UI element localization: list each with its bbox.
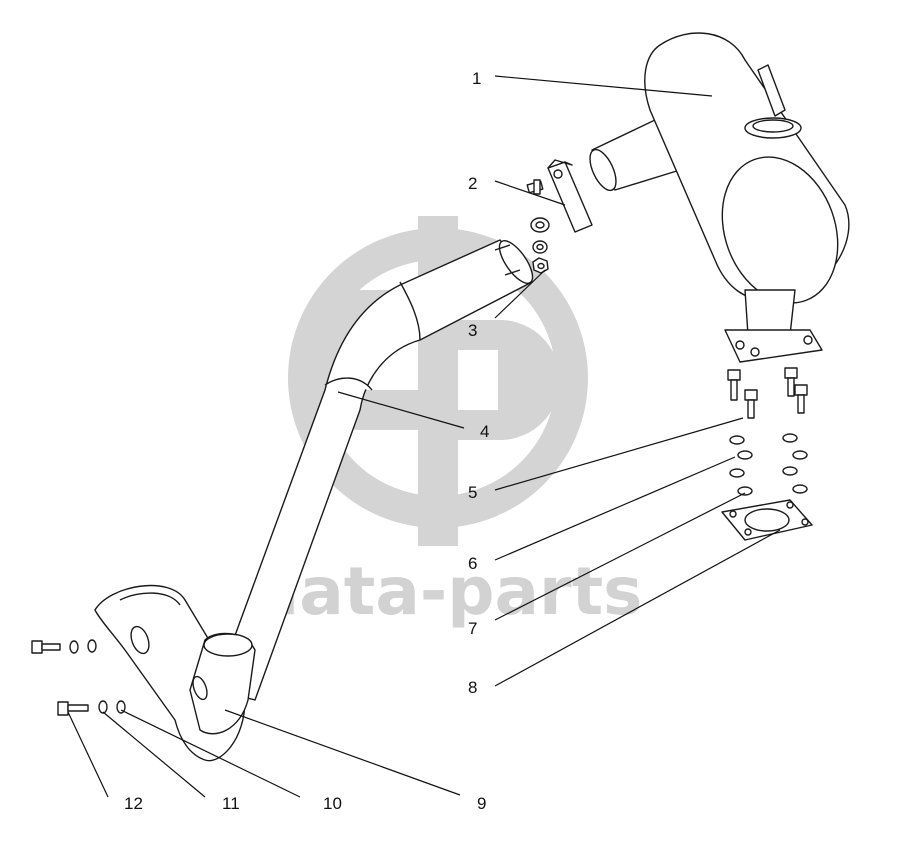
leader-6 [494, 456, 736, 561]
leader-2 [494, 180, 566, 206]
upper-bolt-set [31, 639, 97, 654]
callout-3: 3 [468, 321, 477, 340]
callout-8: 8 [468, 678, 477, 697]
leader-lines [67, 75, 781, 798]
flange-bolts-part-5 [727, 367, 808, 419]
washer-part-11 [98, 700, 108, 714]
lock-washers-part-7 [729, 466, 808, 496]
leader-5 [494, 417, 744, 491]
leader-1 [494, 75, 713, 97]
leader-11 [102, 711, 206, 798]
callout-5: 5 [468, 483, 477, 502]
callout-1: 1 [472, 69, 481, 88]
leader-4 [337, 391, 465, 429]
leader-9 [224, 709, 461, 796]
callout-6: 6 [468, 554, 477, 573]
callout-11: 11 [222, 794, 240, 813]
leader-7 [494, 492, 746, 621]
elbow-pipe-part-9 [94, 584, 256, 762]
lock-washer-part-10 [116, 700, 126, 714]
callout-10: 10 [323, 794, 342, 813]
callout-labels: 1 2 3 4 5 6 7 8 9 10 11 12 [124, 69, 489, 813]
watermark-text: data-parts [252, 553, 642, 630]
muffler-part-1 [589, 32, 850, 363]
leader-12 [67, 711, 109, 798]
leader-10 [120, 709, 301, 798]
callout-4: 4 [480, 422, 489, 441]
gasket-part-8 [721, 499, 813, 541]
washers-part-6 [729, 433, 808, 460]
leader-8 [494, 529, 781, 687]
callout-2: 2 [468, 174, 477, 193]
leader-3 [494, 269, 546, 319]
callout-9: 9 [477, 794, 486, 813]
bracket-clamp-part-2 [526, 159, 593, 233]
callout-12: 12 [124, 794, 143, 813]
bolt-part-12 [57, 701, 89, 716]
callout-7: 7 [468, 619, 477, 638]
washer-nut-stack-part-3 [530, 217, 550, 274]
